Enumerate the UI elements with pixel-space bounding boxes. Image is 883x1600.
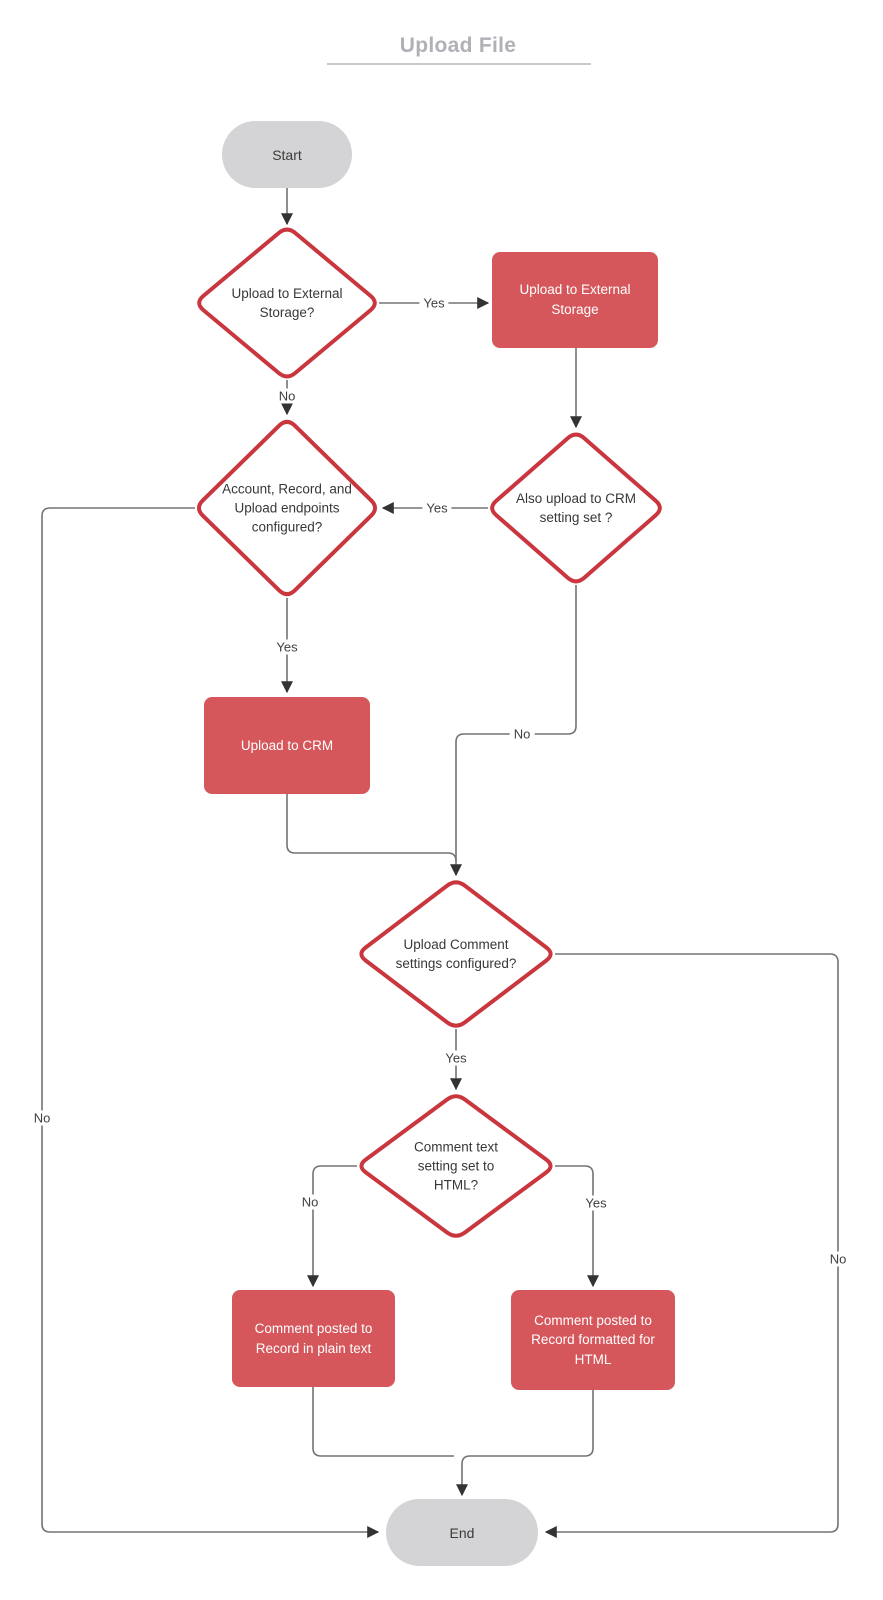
end-label: End — [449, 1524, 475, 1541]
diagram-title: Upload File — [399, 34, 517, 57]
start-node[interactable]: Start — [222, 121, 352, 188]
edge-html-to-end — [456, 1390, 594, 1497]
edge-endpoints-no — [41, 507, 380, 1538]
edge-label-endpoints-no: No — [29, 1110, 55, 1126]
process-comment-html-label: Comment posted to Record formatted for H… — [531, 1312, 655, 1367]
edge-label-comment-settings-yes: Yes — [441, 1050, 471, 1066]
edge-commentsettings-no — [544, 953, 839, 1538]
edge-uploadcrm-merge — [286, 794, 457, 862]
edge-label-crm-setting-yes: Yes — [422, 500, 452, 516]
process-comment-plain-text[interactable]: Comment posted to Record in plain text — [232, 1290, 395, 1387]
edge-label-endpoints-yes: Yes — [272, 639, 302, 655]
start-label: Start — [272, 146, 302, 163]
decision-upload-external-storage[interactable]: Upload to External Storage? — [231, 285, 343, 320]
decision-also-upload-crm-shape[interactable] — [490, 432, 662, 584]
edge-label-crm-setting-no: No — [509, 726, 535, 742]
edge-label-comment-settings-no: No — [825, 1251, 851, 1267]
edge-label-external-yes: Yes — [419, 295, 449, 311]
decision-also-upload-crm[interactable]: Also upload to CRM setting set ? — [515, 490, 637, 525]
process-comment-html[interactable]: Comment posted to Record formatted for H… — [511, 1290, 675, 1390]
process-comment-plain-text-label: Comment posted to Record in plain text — [254, 1320, 373, 1356]
title-underline — [327, 63, 591, 65]
edge-label-comment-html-yes: Yes — [581, 1195, 611, 1211]
decision-comment-html-shape[interactable] — [359, 1094, 553, 1238]
decision-endpoints-configured[interactable]: Account, Record, and Upload endpoints co… — [222, 481, 352, 535]
edge-label-external-no: No — [274, 388, 300, 404]
decision-comment-settings-shape[interactable] — [359, 880, 553, 1028]
edge-commenthtml-yes — [555, 1165, 599, 1288]
decision-upload-external-storage-shape[interactable] — [197, 227, 377, 379]
process-upload-crm-label: Upload to CRM — [240, 737, 334, 753]
decision-comment-html[interactable]: Comment text setting set to HTML? — [413, 1139, 499, 1193]
process-upload-external-storage-label: Upload to External Storage — [519, 282, 631, 317]
process-upload-crm[interactable]: Upload to CRM — [204, 697, 370, 794]
decision-endpoints-configured-shape[interactable] — [196, 419, 378, 597]
decision-comment-settings[interactable]: Upload Comment settings configured? — [395, 936, 517, 971]
process-upload-external-storage[interactable]: Upload to External Storage — [492, 252, 658, 348]
edge-commenthtml-no — [307, 1165, 357, 1288]
edge-plaintext-merge — [312, 1387, 454, 1457]
end-node[interactable]: End — [386, 1499, 538, 1566]
edge-label-comment-html-no: No — [297, 1194, 323, 1210]
